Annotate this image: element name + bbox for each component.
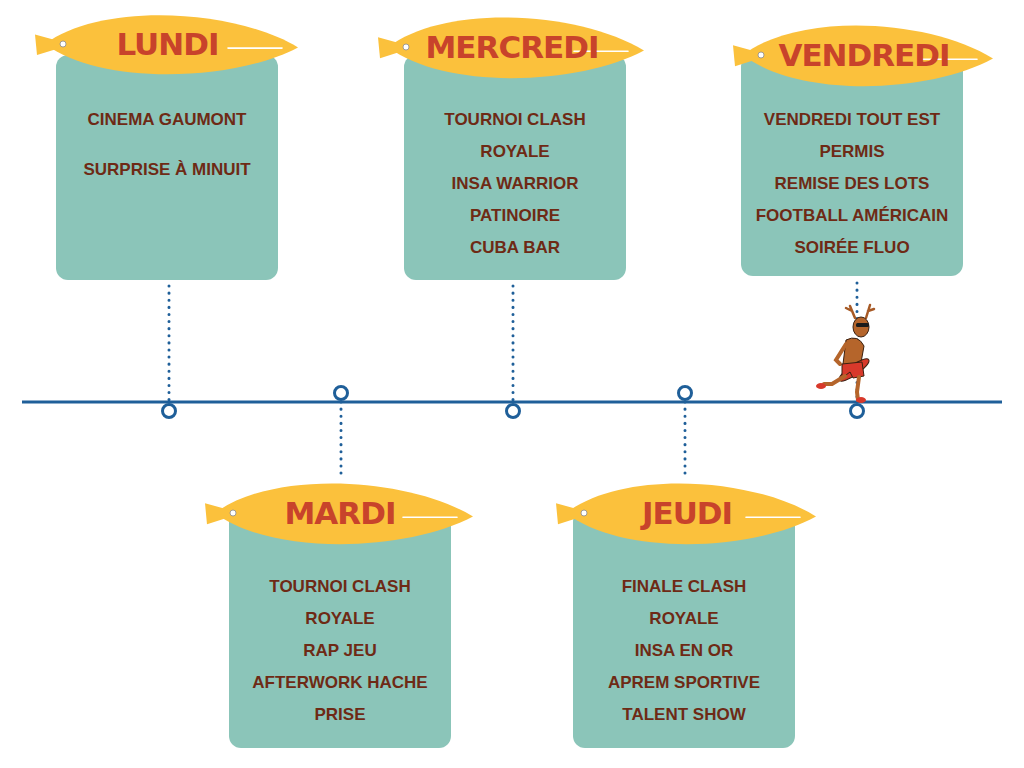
surfboard-dot (230, 510, 236, 516)
leader-line (684, 402, 687, 480)
surfboard-tail (556, 503, 576, 524)
activity-text: INSA WARRIOR (416, 168, 614, 200)
surfboard-dot (60, 41, 66, 47)
day-title: MARDI (285, 498, 396, 529)
surfboard-body (45, 15, 298, 74)
day-title-holder: VENDREDI (733, 20, 995, 90)
activity-text: TOURNOI CLASH ROYALE (241, 571, 439, 635)
activity-text: FINALE CLASH ROYALE (585, 571, 783, 635)
activity-text: AFTERWORK HACHE PRISE (241, 667, 439, 731)
deer-shoe (856, 397, 866, 403)
activity-text: TALENT SHOW (585, 699, 783, 731)
surfboard-body (388, 17, 644, 78)
timeline-dot (163, 405, 176, 418)
deer-shoe (816, 383, 826, 389)
leader-line (168, 286, 171, 402)
activity-list: FINALE CLASH ROYALEINSA EN ORAPREM SPORT… (573, 510, 795, 731)
day-card: MERCREDITOURNOI CLASH ROYALEINSA WARRIOR… (404, 55, 626, 280)
surfboard-tail (378, 37, 398, 58)
activity-text: FOOTBALL AMÉRICAIN (753, 200, 951, 232)
activity-text: PATINOIRE (416, 200, 614, 232)
activity-list: VENDREDI TOUT EST PERMISREMISE DES LOTSF… (741, 55, 963, 264)
surfboard-dot (581, 510, 587, 516)
activity-text: APREM SPORTIVE (585, 667, 783, 699)
activity-text: CUBA BAR (416, 232, 614, 264)
timeline-dot (851, 405, 864, 418)
day-title-holder: JEUDI (556, 478, 818, 548)
day-title: VENDREDI (778, 40, 949, 71)
surfboard-stripe (403, 516, 457, 518)
leader-line (512, 286, 515, 402)
day-title: LUNDI (116, 29, 218, 60)
day-card: MARDITOURNOI CLASH ROYALERAP JEUAFTERWOR… (229, 510, 451, 748)
activity-list: CINEMA GAUMONT SURPRISE À MINUIT (56, 55, 278, 186)
surfboard-body (566, 483, 816, 544)
activity-text: SOIRÉE FLUO (753, 232, 951, 264)
deer-leg (824, 376, 845, 384)
activity-text: REMISE DES LOTS (753, 168, 951, 200)
timeline-dot (507, 405, 520, 418)
activity-text: VENDREDI TOUT EST PERMIS (753, 104, 951, 168)
day-title: MERCREDI (426, 32, 599, 63)
surfboard-tail (205, 503, 225, 524)
day-card: JEUDIFINALE CLASH ROYALEINSA EN ORAPREM … (573, 510, 795, 748)
timeline-dots (163, 387, 864, 418)
deer-arm (836, 344, 846, 364)
day-title-holder: MARDI (205, 478, 475, 548)
surfboard-tail (733, 45, 753, 66)
leader-lines (169, 283, 857, 480)
deer-leg (857, 377, 859, 400)
day-title-holder: LUNDI (35, 10, 300, 78)
surfboard-tail (35, 34, 55, 54)
deer-antlers (846, 305, 874, 318)
day-title: JEUDI (642, 498, 732, 529)
activity-text: CINEMA GAUMONT (68, 104, 266, 136)
surfboard-stripe (746, 516, 800, 518)
activity-list: TOURNOI CLASH ROYALEINSA WARRIORPATINOIR… (404, 55, 626, 264)
leader-line (340, 402, 343, 480)
activity-text: SURPRISE À MINUIT (68, 154, 266, 186)
activity-text: TOURNOI CLASH ROYALE (416, 104, 614, 168)
timeline-dot (335, 387, 348, 400)
activity-text: INSA EN OR (585, 635, 783, 667)
deer-head (853, 317, 869, 337)
day-card: LUNDICINEMA GAUMONTSURPRISE À MINUIT (56, 55, 278, 280)
day-title-holder: MERCREDI (378, 12, 646, 82)
day-card: VENDREDIVENDREDI TOUT EST PERMISREMISE D… (741, 55, 963, 276)
surfboard-stripe (228, 47, 282, 49)
surfboard-dot (403, 44, 409, 50)
activity-list: TOURNOI CLASH ROYALERAP JEUAFTERWORK HAC… (229, 510, 451, 731)
surfboard-body (743, 25, 993, 86)
deer-glasses (856, 323, 869, 327)
surfboard-body (215, 483, 473, 544)
timeline-dot (679, 387, 692, 400)
deer-mascot (816, 305, 874, 403)
activity-text: RAP JEU (241, 635, 439, 667)
surfboard-dot (758, 52, 764, 58)
